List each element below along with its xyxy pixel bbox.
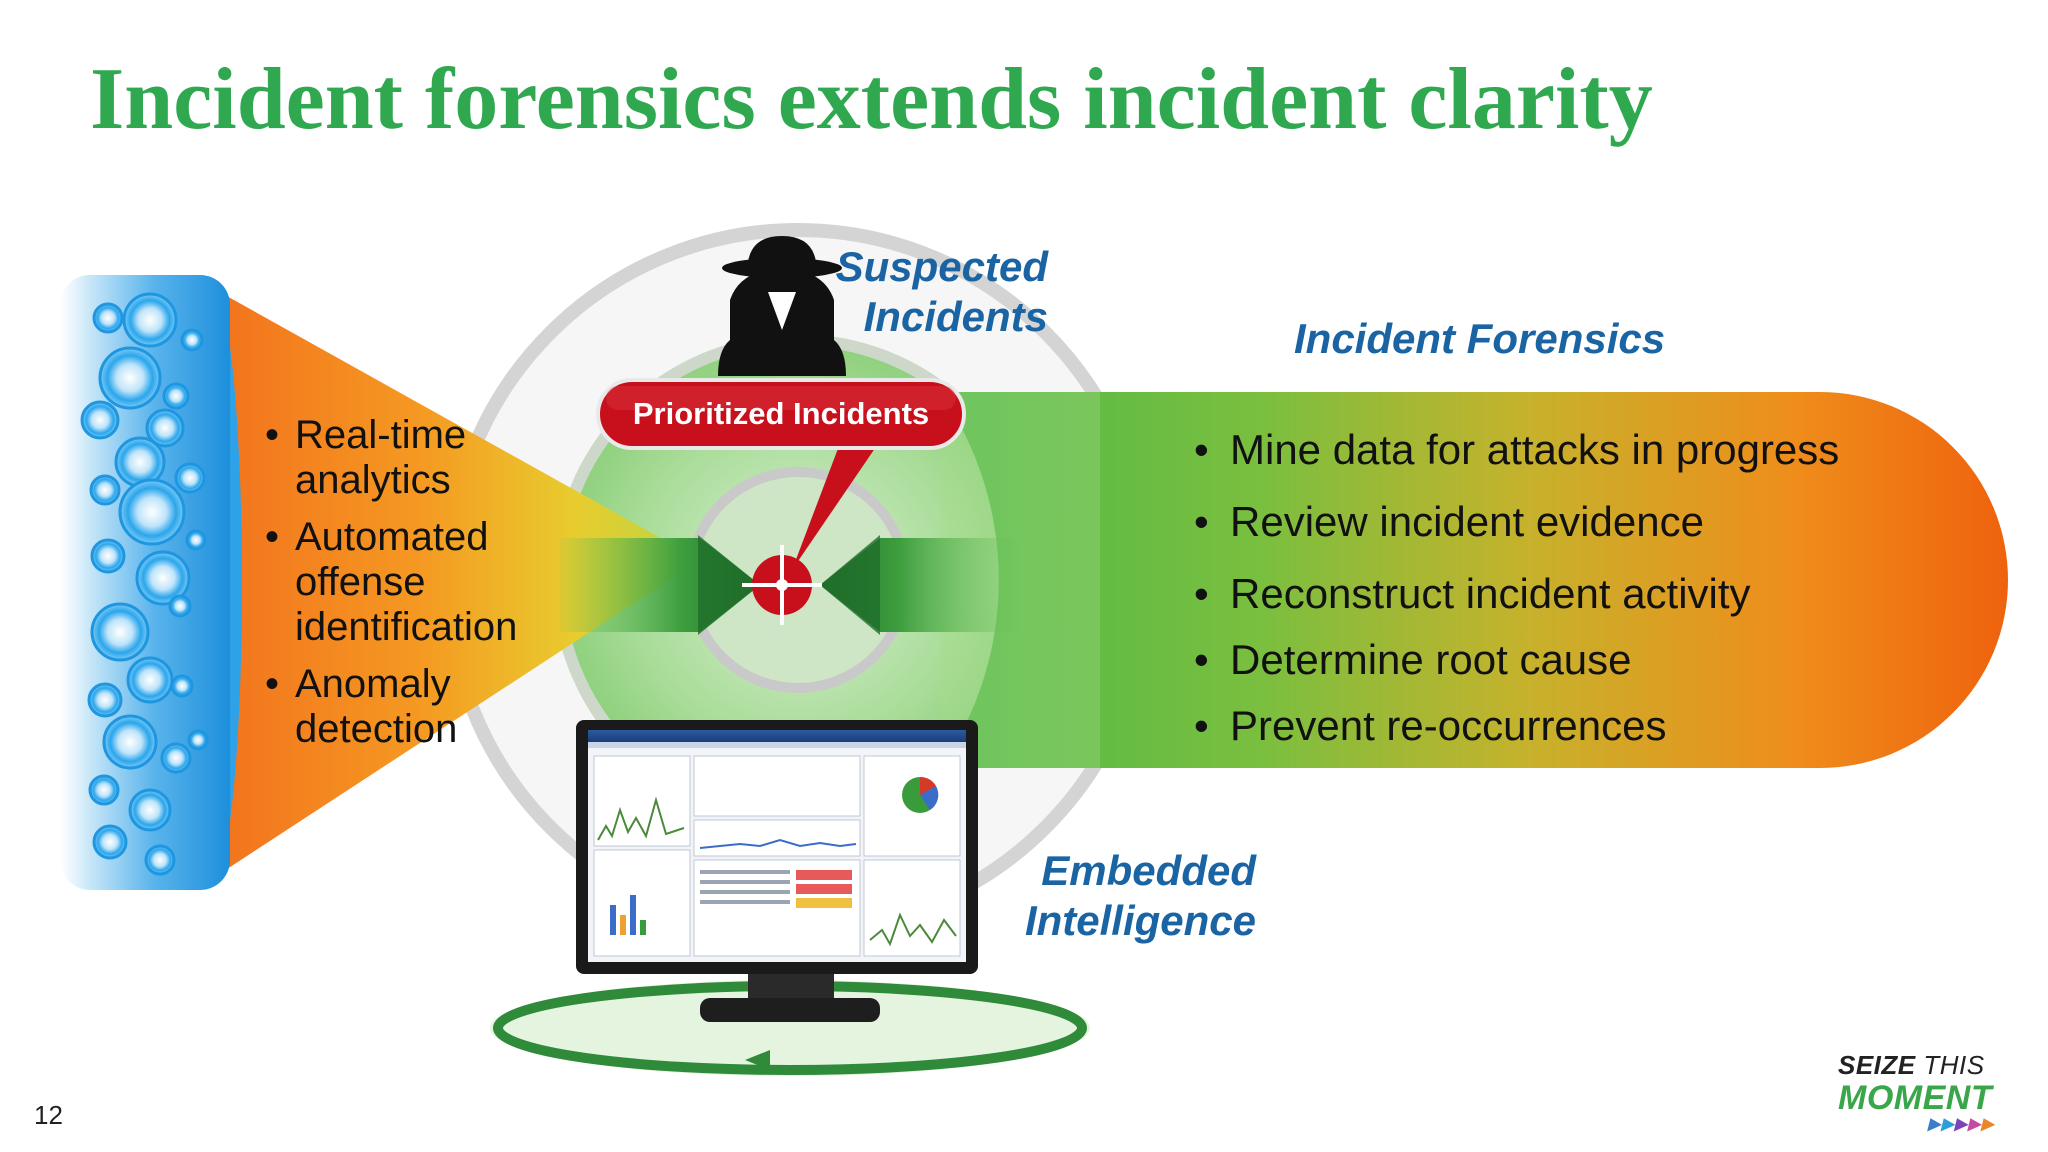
right-bullet-item: Prevent re-occurrences	[1194, 700, 1954, 752]
page-number: 12	[34, 1100, 63, 1130]
prioritized-incidents-callout: Prioritized Incidents	[632, 396, 930, 431]
embedded-intelligence-label: Embedded Intelligence	[1025, 846, 1256, 945]
left-bullet-line: Real-time	[295, 413, 467, 457]
monitor-stand	[490, 966, 1090, 1076]
suspected-incidents-label: Suspected Incidents	[836, 242, 1048, 341]
right-bullet-item: Mine data for attacks in progress	[1194, 424, 1954, 476]
suspected-line-1: Suspected	[835, 243, 1048, 290]
left-bullet-line: identification	[295, 605, 518, 649]
seize-this-moment-logo: SEIZE THIS MOMENT ▶▶▶▶▶	[1838, 1050, 2008, 1134]
left-bullet-line: analytics	[295, 458, 451, 502]
left-bullet-item: Anomaly detection	[265, 662, 565, 752]
right-bullet-item: Review incident evidence	[1194, 496, 1954, 548]
bubbles	[80, 292, 209, 876]
crosshair-target-icon	[742, 545, 822, 625]
left-bullet-line: Anomaly	[295, 662, 451, 706]
left-bullet-line: detection	[295, 707, 458, 751]
suspected-line-2: Incidents	[863, 292, 1048, 340]
right-bullet-item: Reconstruct incident activity	[1194, 568, 1954, 620]
right-bullet-list: Mine data for attacks in progress Review…	[1194, 424, 1954, 752]
incident-forensics-heading: Incident Forensics	[1294, 315, 1666, 362]
logo-word-this: THIS	[1923, 1050, 1985, 1080]
dashboard-monitor-icon	[576, 720, 978, 974]
left-bullet-line: offense	[295, 560, 426, 604]
left-bullet-item: Automated offense identification	[265, 515, 565, 650]
embedded-line-2: Intelligence	[1024, 896, 1256, 944]
logo-line-1: SEIZE THIS	[1838, 1050, 2008, 1080]
right-bullet-item: Determine root cause	[1194, 634, 1954, 686]
logo-arrows-icon: ▶▶▶▶▶	[1928, 1116, 1995, 1133]
embedded-line-1: Embedded	[1041, 847, 1256, 894]
hooded-figure-icon	[718, 236, 846, 376]
left-bullet-item: Real-time analytics	[265, 413, 565, 503]
left-bullet-line: Automated	[295, 515, 489, 559]
left-bullet-list: Real-time analytics Automated offense id…	[265, 413, 565, 764]
slide-title: Incident forensics extends incident clar…	[90, 51, 1653, 148]
logo-word-moment: MOMENT	[1838, 1079, 1993, 1117]
logo-word-seize: SEIZE	[1838, 1050, 1916, 1080]
